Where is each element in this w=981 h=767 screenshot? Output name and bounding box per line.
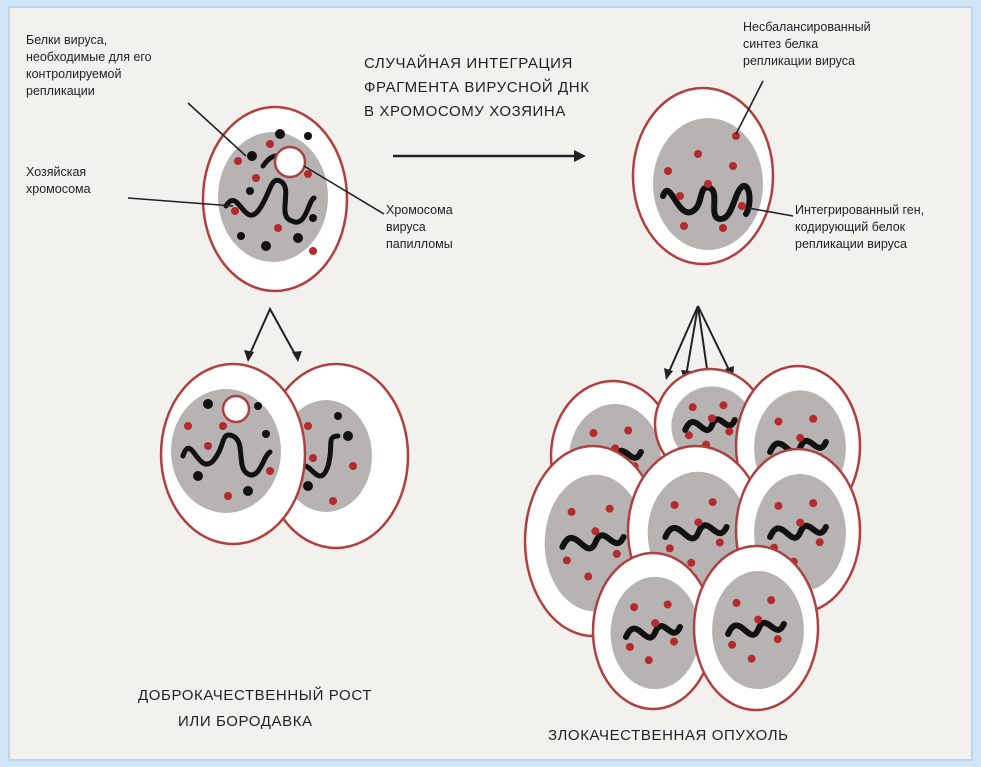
- integrated-cell: [633, 88, 773, 264]
- tumor-cell: [694, 546, 818, 710]
- integration-arrow: [393, 150, 586, 162]
- label-benign-growth: ДОБРОКАЧЕСТВЕННЫЙ РОСТ ИЛИ БОРОДАВКА: [138, 686, 377, 730]
- malignant-cells: [525, 366, 860, 710]
- diagram-canvas: Белки вируса, необходимые для его контро…: [8, 6, 973, 761]
- label-host-chromosome: Хозяйская хромосома: [26, 165, 91, 196]
- label-virus-proteins: Белки вируса, необходимые для его контро…: [26, 33, 155, 98]
- label-integration-title: СЛУЧАЙНАЯ ИНТЕГРАЦИЯ ФРАГМЕНТА ВИРУСНОЙ …: [364, 54, 594, 120]
- normal-cell: [203, 107, 347, 291]
- branch-arrows-left: [249, 309, 296, 356]
- label-virus-chromosome: Хромосома вируса папилломы: [386, 203, 456, 251]
- virus-chromosome: [275, 147, 305, 177]
- diagram-frame: Белки вируса, необходимые для его контро…: [8, 6, 973, 761]
- label-unbalanced-synthesis: Несбалансированный синтез белка репликац…: [743, 20, 874, 68]
- branch-arrows-right: [668, 306, 730, 376]
- benign-cells: [161, 364, 408, 548]
- label-integrated-gene: Интегрированный ген, кодирующий белок ре…: [795, 203, 928, 251]
- label-malignant-tumor: ЗЛОКАЧЕСТВЕННАЯ ОПУХОЛЬ: [548, 727, 789, 744]
